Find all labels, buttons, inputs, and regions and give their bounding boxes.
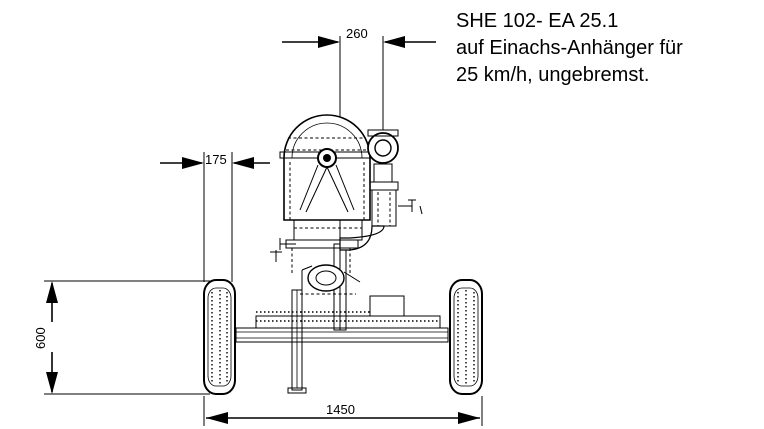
dimension-label-260: 260 (346, 26, 368, 41)
dimension-175: 175 (160, 152, 270, 282)
trailer-axle (235, 295, 449, 343)
pump-body (270, 219, 363, 276)
caption-trailer-type: auf Einachs-Anhänger für (456, 37, 683, 59)
caption-model: SHE 102- EA 25.1 (456, 10, 619, 32)
dimension-label-1450: 1450 (326, 402, 355, 417)
caption-speed-note: 25 km/h, ungebremst. (456, 64, 650, 86)
dimension-label-600: 600 (33, 327, 48, 349)
dimension-label-175: 175 (205, 152, 227, 167)
dimension-600: 600 (33, 280, 210, 395)
drive-motor (300, 264, 361, 295)
caption: SHE 102- EA 25.1 auf Einachs-Anhänger fü… (456, 8, 683, 89)
left-wheel (203, 279, 236, 395)
discharge-pipe (339, 129, 423, 251)
dimension-1450: 1450 (203, 396, 483, 426)
pump-volute (279, 114, 375, 221)
right-wheel (449, 279, 483, 395)
